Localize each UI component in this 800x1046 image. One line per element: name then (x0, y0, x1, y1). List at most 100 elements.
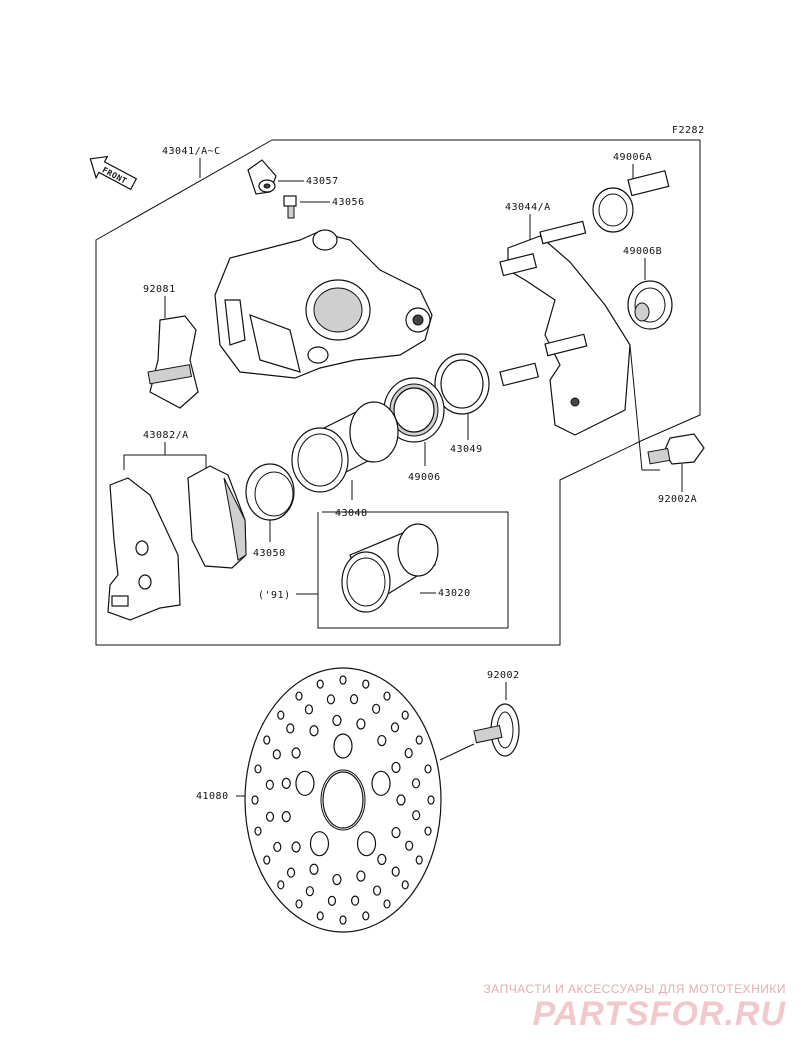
brake-disc (244, 667, 442, 933)
label-92002: 92002 (487, 670, 520, 681)
disc-hole (377, 853, 387, 866)
mounting-bracket (499, 220, 631, 436)
disc-hole (372, 703, 381, 714)
disc-hole (251, 795, 259, 805)
label-43049: 43049 (450, 444, 483, 455)
disc-hole (254, 764, 262, 774)
disc-hole (415, 855, 423, 865)
disc-hole (295, 899, 303, 909)
front-arrow-icon: FRONT (89, 155, 138, 191)
label-43057: 43057 (306, 176, 339, 187)
disc-hole (281, 777, 291, 789)
disc-hole (383, 899, 391, 909)
piston (291, 401, 399, 493)
pin-boot-a (592, 170, 670, 233)
disc-hole (295, 691, 303, 701)
disc-hole (377, 734, 387, 747)
disc-hole (356, 831, 377, 857)
disc-hole (339, 915, 347, 925)
label-43048: 43048 (335, 508, 368, 519)
disc-hole (291, 747, 301, 759)
disc-hole (316, 679, 324, 689)
piston-1991 (341, 523, 439, 613)
disc-hole (391, 761, 401, 774)
disc-hole (272, 749, 281, 760)
disc-hole (427, 795, 435, 805)
disc-hole (411, 778, 421, 789)
disc-hole (263, 855, 271, 865)
label-43044: 43044/A (505, 202, 551, 213)
disc-hole (286, 867, 296, 878)
label-43041: 43041/A~C (162, 146, 221, 157)
label-41080: 41080 (196, 791, 229, 802)
disc-hole (254, 826, 262, 836)
disc-hole (415, 735, 423, 745)
disc-hole (309, 863, 319, 875)
disc-hole (263, 735, 271, 745)
brake-pad-inner (187, 465, 247, 569)
year-variant-box (317, 511, 509, 629)
disc-hole (281, 811, 291, 823)
label-92081: 92081 (143, 284, 176, 295)
disc-hole (401, 880, 409, 890)
label-43020: 43020 (438, 588, 471, 599)
disc-hole (277, 710, 285, 720)
disc-hole (305, 886, 314, 897)
watermark: ЗАПЧАСТИ И АКСЕССУАРЫ ДЛЯ МОТОТЕХНИКИ PA… (484, 982, 786, 1032)
disc-hole (362, 679, 370, 689)
disc-hole (291, 841, 301, 853)
disc-hole (412, 810, 421, 821)
bolt-92002a (647, 433, 705, 465)
pin-boot-b (627, 280, 673, 330)
figure-code: F2282 (672, 125, 705, 136)
label-43050: 43050 (253, 548, 286, 559)
disc-hole (362, 911, 370, 921)
disc-hole (356, 718, 366, 730)
disc-hole (309, 725, 319, 737)
label-49006B: 49006B (623, 246, 662, 257)
disc-hole (332, 714, 342, 727)
pad-spring (147, 315, 199, 409)
caliper-body (214, 229, 433, 379)
disc-hole (295, 770, 315, 796)
disc-holes (251, 675, 435, 925)
disc-hole (391, 866, 400, 877)
disc-hole (390, 722, 400, 733)
disc-hole (356, 870, 366, 882)
disc-hole (265, 779, 274, 790)
disc-hole (372, 885, 382, 896)
disc-hole (424, 764, 432, 774)
disc-hole (316, 911, 324, 921)
disc-bolt (473, 703, 520, 757)
disc-hole (383, 691, 391, 701)
dust-seal (434, 353, 490, 415)
disc-hole (333, 733, 353, 759)
disc-hole (350, 895, 360, 906)
piston-seal (383, 377, 445, 443)
piston-insulator (245, 463, 295, 521)
brake-pad-outer (107, 477, 181, 621)
bleeder-cap (247, 159, 277, 195)
label-43082: 43082/A (143, 430, 189, 441)
disc-hole (332, 873, 342, 886)
disc-hole (326, 694, 336, 705)
disc-hole (371, 770, 391, 796)
disc-hole (339, 675, 347, 685)
disc-hole (304, 704, 314, 715)
disc-hole (349, 694, 359, 705)
disc-hole (286, 723, 295, 734)
disc-hole (396, 794, 406, 806)
label-92002A: 92002A (658, 494, 697, 505)
disc-hole (404, 747, 413, 759)
disc-hole (424, 826, 432, 836)
watermark-logo: PARTSFOR.RU (532, 995, 786, 1033)
assembly-frame (95, 139, 701, 646)
disc-hole (265, 811, 275, 822)
disc-hole (277, 880, 285, 890)
bleeder-valve (283, 195, 297, 219)
disc-hole (401, 710, 409, 720)
watermark-tagline: ЗАПЧАСТИ И АКСЕССУАРЫ ДЛЯ МОТОТЕХНИКИ (483, 982, 786, 996)
label-43056: 43056 (332, 197, 365, 208)
label-year-note: ('91) (258, 590, 291, 601)
